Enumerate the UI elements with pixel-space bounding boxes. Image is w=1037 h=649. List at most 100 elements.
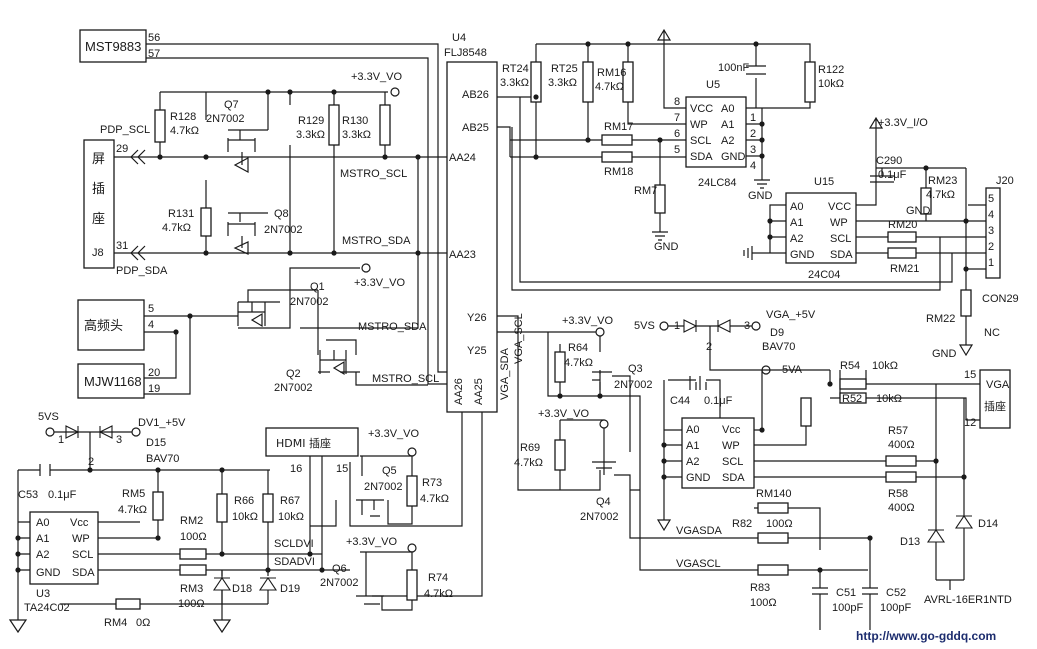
pdp-pullup-wires — [159, 91, 388, 253]
r74-body — [406, 569, 418, 601]
junction — [661, 474, 667, 480]
r57-ref: R57 — [888, 425, 908, 437]
u5-left-scl: SCL — [690, 135, 711, 147]
r67-val: 10kΩ — [278, 511, 304, 523]
v33vo-q3-label: +3.3V_VO — [562, 315, 614, 327]
c44-val: 0.1μF — [704, 395, 733, 407]
c51-ref: C51 — [836, 587, 856, 599]
r129-body — [328, 104, 340, 146]
q2-symbol — [319, 350, 347, 376]
rm20-body — [887, 231, 917, 243]
rm16-body — [622, 61, 634, 103]
u15-left-a2: A2 — [790, 233, 803, 245]
rt24-body — [530, 61, 542, 103]
junction — [331, 250, 337, 256]
u15-right-scl: SCL — [830, 233, 851, 245]
u3-left-a0: A0 — [36, 517, 49, 529]
rt25-body — [582, 61, 594, 103]
junction — [767, 218, 773, 224]
tuner-box — [77, 299, 145, 351]
d13-ref: D13 — [900, 536, 920, 548]
rm22-ref: RM22 — [926, 313, 955, 325]
r58-ref: R58 — [888, 488, 908, 500]
q6-part: 2N7002 — [320, 577, 359, 589]
rm18-body — [601, 151, 633, 163]
junction — [319, 567, 325, 573]
junction — [923, 165, 929, 171]
rm7-ref: RM7 — [634, 185, 657, 197]
j20-pin-5: 5 — [988, 193, 994, 205]
vga-connector-wires — [966, 383, 980, 421]
junction — [219, 551, 225, 557]
mst9883-label: MST9883 — [85, 39, 141, 54]
u15-chip — [785, 192, 857, 264]
d13-d14-symbols — [926, 515, 974, 543]
junction — [157, 154, 163, 160]
svs-bottom-terminal — [45, 427, 55, 437]
u5-pin-4: 4 — [750, 160, 756, 172]
u15-wires — [511, 97, 986, 345]
rt25-val: 3.3kΩ — [548, 77, 577, 89]
r69-ref: R69 — [520, 442, 540, 454]
rm23-val: 4.7kΩ — [926, 189, 955, 201]
r128-ref: R128 — [170, 111, 196, 123]
r54-val: 10kΩ — [872, 360, 898, 372]
q4-symbol — [592, 440, 616, 469]
r82-val: 100Ω — [766, 518, 793, 530]
vga-pin-15: 15 — [964, 369, 976, 381]
hdmi-pin-16: 16 — [290, 463, 302, 475]
r122-val: 10kΩ — [818, 78, 844, 90]
r83-val: 100Ω — [750, 597, 777, 609]
junction — [759, 153, 765, 159]
rm5-val: 4.7kΩ — [118, 504, 147, 516]
site-url: http://www.go-gddq.com — [856, 629, 996, 643]
r130-ref: R130 — [342, 115, 368, 127]
vgascl-label: VGASCL — [676, 558, 721, 570]
r66-body — [216, 493, 228, 523]
mjw1168-label: MJW1168 — [84, 374, 142, 389]
d9-pin-2: 2 — [706, 341, 712, 353]
v33vo-q3-terminal — [595, 327, 605, 337]
v33io-label: +3.3V_I/O — [878, 117, 928, 129]
junction — [625, 41, 631, 47]
junction — [961, 474, 967, 480]
scldvi-label: SCLDVI — [274, 538, 314, 550]
j20-pin-1: 1 — [988, 257, 994, 269]
u5-left-wp: WP — [690, 119, 708, 131]
rm4-ref: RM4 — [104, 617, 127, 629]
u3-right-scl: SCL — [72, 549, 93, 561]
u5-gnd-label: GND — [748, 190, 773, 202]
u5-gnd — [754, 179, 770, 189]
j8-ref: J8 — [92, 247, 104, 259]
j8-bus-wires — [114, 156, 447, 254]
q6-ref: Q6 — [332, 563, 347, 575]
c51-val: 100pF — [832, 602, 863, 614]
rm3-val: 100Ω — [178, 598, 205, 610]
r130-val: 3.3kΩ — [342, 129, 371, 141]
pdp-sda-label: PDP_SDA — [116, 265, 168, 277]
rm22-body — [960, 289, 972, 317]
rm4-val: 0Ω — [136, 617, 150, 629]
u5-pin-3: 3 — [750, 144, 756, 156]
junction — [661, 442, 667, 448]
u5-right-a1: A1 — [721, 119, 734, 131]
q4-part: 2N7002 — [580, 511, 619, 523]
u15-part: 24C04 — [808, 269, 840, 281]
junction — [331, 89, 337, 95]
v33vo-top-terminal — [390, 87, 400, 97]
junction — [759, 137, 765, 143]
u5-right-gnd: GND — [721, 151, 746, 163]
rm18-ref: RM18 — [604, 166, 633, 178]
svs-bottom-label: 5VS — [38, 411, 59, 423]
j8-char-2: 插 — [92, 182, 105, 197]
j20-pin-2: 2 — [988, 241, 994, 253]
junction — [287, 250, 293, 256]
vga-connector-label: VGA — [986, 379, 1010, 391]
junction — [753, 41, 759, 47]
junction — [867, 535, 873, 541]
vga5v-label: VGA_+5V — [766, 309, 816, 321]
q2-ref: Q2 — [286, 368, 301, 380]
r64-val: 4.7kΩ — [564, 357, 593, 369]
d15-part: BAV70 — [146, 453, 179, 465]
junction — [265, 567, 271, 573]
